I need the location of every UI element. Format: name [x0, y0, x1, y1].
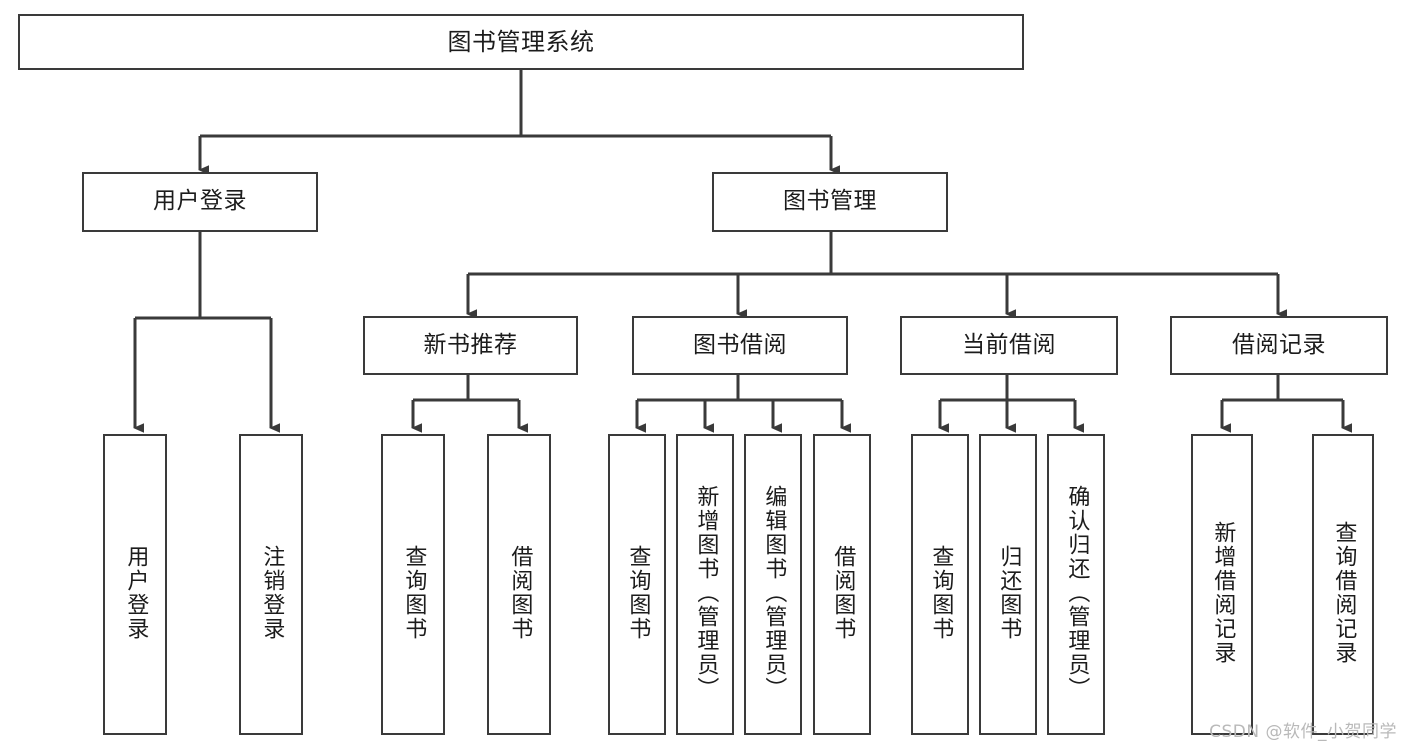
leaf-new-book-borrow-books[interactable]: 借阅图书: [487, 434, 551, 735]
leaf-current-borrow-return-books[interactable]: 归还图书: [979, 434, 1037, 735]
node-label: 查询图书: [401, 544, 427, 641]
node-new-book-recommendation[interactable]: 新书推荐: [363, 316, 578, 375]
node-label: 新增图书（管理员）: [693, 484, 719, 701]
node-label: 借阅图书: [830, 544, 856, 641]
leaf-current-borrow-query-books[interactable]: 查询图书: [911, 434, 969, 735]
leaf-user-login-login[interactable]: 用户登录: [103, 434, 167, 735]
node-label: 用户登录: [123, 544, 149, 641]
leaf-borrow-record-add-record[interactable]: 新增借阅记录: [1191, 434, 1253, 735]
node-label: 用户登录: [153, 188, 247, 215]
node-root-book-management-system[interactable]: 图书管理系统: [18, 14, 1024, 70]
watermark-text: CSDN @软件_小贺同学: [1209, 722, 1397, 742]
node-borrowing-record[interactable]: 借阅记录: [1170, 316, 1388, 375]
leaf-user-login-logout[interactable]: 注销登录: [239, 434, 303, 735]
leaf-book-borrow-borrow-books[interactable]: 借阅图书: [813, 434, 871, 735]
node-label: 借阅记录: [1232, 331, 1326, 358]
node-label: 注销登录: [259, 544, 285, 641]
leaf-new-book-query-books[interactable]: 查询图书: [381, 434, 445, 735]
node-label: 图书管理: [783, 188, 877, 215]
leaf-book-borrow-add-book-admin[interactable]: 新增图书（管理员）: [676, 434, 734, 735]
node-label: 新书推荐: [423, 331, 518, 358]
node-label: 图书借阅: [693, 331, 787, 358]
node-label: 借阅图书: [507, 544, 533, 641]
node-book-borrowing[interactable]: 图书借阅: [632, 316, 848, 375]
node-current-borrowing[interactable]: 当前借阅: [900, 316, 1118, 375]
leaf-borrow-record-query-record[interactable]: 查询借阅记录: [1312, 434, 1374, 735]
leaf-current-borrow-confirm-return-admin[interactable]: 确认归还（管理员）: [1047, 434, 1105, 735]
node-label: 查询图书: [928, 544, 954, 641]
node-label: 确认归还（管理员）: [1064, 484, 1090, 701]
node-label: 查询借阅记录: [1331, 520, 1357, 665]
node-user-login[interactable]: 用户登录: [82, 172, 318, 232]
node-label: 查询图书: [625, 544, 651, 641]
leaf-book-borrow-query-books[interactable]: 查询图书: [608, 434, 666, 735]
leaf-book-borrow-edit-book-admin[interactable]: 编辑图书（管理员）: [744, 434, 802, 735]
node-label: 编辑图书（管理员）: [761, 484, 787, 701]
node-book-management[interactable]: 图书管理: [712, 172, 948, 232]
node-label: 新增借阅记录: [1210, 520, 1236, 665]
node-label: 当前借阅: [962, 331, 1056, 358]
node-label: 归还图书: [996, 544, 1022, 641]
node-label: 图书管理系统: [447, 27, 595, 56]
